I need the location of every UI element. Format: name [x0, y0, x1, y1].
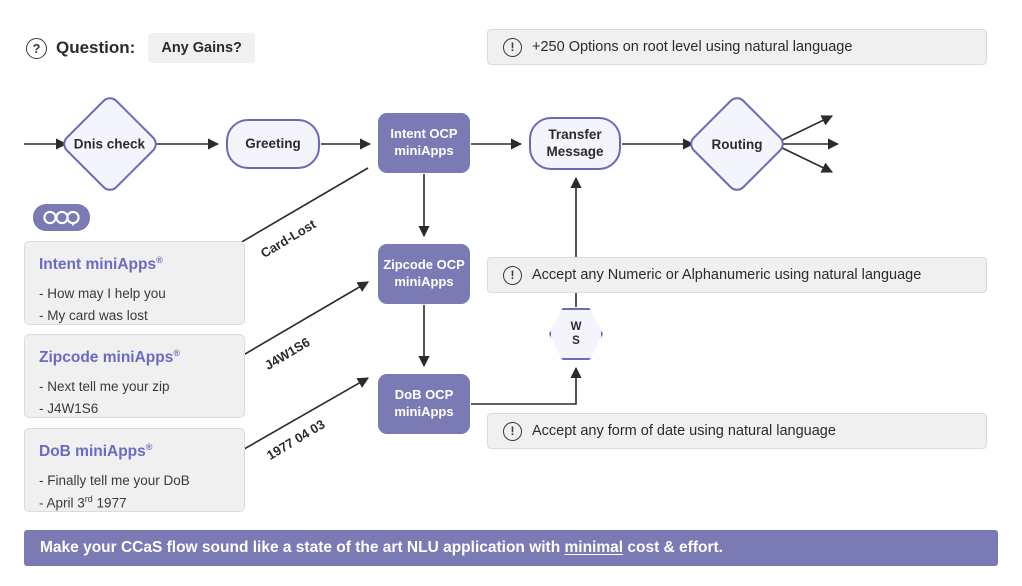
- info-circle-icon: !: [503, 37, 522, 57]
- banner-numeric-note: ! Accept any Numeric or Alphanumeric usi…: [487, 257, 987, 293]
- card-line: - My card was lost: [39, 308, 148, 324]
- footer-text: Make your CCaS flow sound like a state o…: [40, 539, 723, 557]
- registered-mark: ®: [145, 442, 153, 452]
- footer-text-before: Make your CCaS flow sound like a state o…: [40, 539, 565, 556]
- banner-text: Accept any Numeric or Alphanumeric using…: [532, 267, 922, 283]
- card-line: - J4W1S6: [39, 401, 99, 417]
- node-dob-ocp-miniapps[interactable]: DoB OCP miniApps: [378, 374, 470, 434]
- card-title: DoB miniApps®: [39, 442, 230, 461]
- node-label: Transfer Message: [546, 127, 603, 161]
- card-line: - Finally tell me your DoB: [39, 473, 190, 489]
- node-label: Greeting: [245, 135, 301, 151]
- footer-text-after: cost & effort.: [623, 539, 723, 556]
- card-zipcode-miniapps: Zipcode miniApps® - Next tell me your zi…: [24, 334, 245, 418]
- edge-label-card-lost: Card-Lost: [258, 216, 319, 261]
- question-label: Question:: [56, 38, 136, 57]
- node-greeting[interactable]: Greeting: [226, 119, 320, 169]
- node-label: W S: [571, 320, 582, 349]
- node-label-line2: Message: [546, 143, 604, 159]
- node-transfer-message[interactable]: Transfer Message: [529, 117, 621, 170]
- registered-mark: ®: [173, 348, 180, 358]
- banner-text: Accept any form of date using natural la…: [532, 423, 836, 439]
- node-label: Routing: [711, 136, 763, 152]
- info-circle-icon: !: [503, 265, 522, 285]
- node-intent-ocp-miniapps[interactable]: Intent OCP miniApps: [378, 113, 470, 173]
- node-label: DoB OCP miniApps: [394, 387, 453, 421]
- node-label-line1: Zipcode OCP: [383, 257, 465, 273]
- footer-text-highlight: minimal: [564, 539, 624, 556]
- card-title-text: DoB miniApps: [39, 443, 146, 461]
- card-dob-miniapps: DoB miniApps® - Finally tell me your DoB…: [24, 428, 245, 512]
- node-dnis-check[interactable]: Dnis check: [59, 93, 161, 195]
- footer-banner: Make your CCaS flow sound like a state o…: [24, 530, 998, 566]
- question-value-chip: Any Gains?: [148, 33, 255, 63]
- ocp-logo: [33, 204, 90, 231]
- card-title-text: Intent miniApps: [39, 256, 157, 274]
- banner-date-note: ! Accept any form of date using natural …: [487, 413, 987, 449]
- node-label-line2: S: [572, 335, 580, 347]
- node-label: Intent OCP miniApps: [390, 126, 457, 160]
- card-title: Intent miniApps®: [39, 255, 230, 274]
- card-line: - Next tell me your zip: [39, 379, 170, 395]
- question-circle-icon: ?: [26, 37, 47, 59]
- node-label-line2: miniApps: [394, 274, 454, 289]
- card-title: Zipcode miniApps®: [39, 348, 230, 367]
- node-web-service[interactable]: W S: [549, 308, 603, 360]
- card-intent-miniapps: Intent miniApps® - How may I help you - …: [24, 241, 245, 325]
- node-label-line1: DoB OCP: [394, 387, 454, 403]
- card-line: - April 3rd 1977: [39, 494, 127, 511]
- banner-options-note: ! +250 Options on root level using natur…: [487, 29, 987, 65]
- card-line: - How may I help you: [39, 286, 166, 302]
- node-label-line1: W: [570, 320, 582, 333]
- edge-label-dob: 1977 04 03: [264, 416, 328, 463]
- ocp-wordmark-icon: [42, 210, 80, 226]
- card-title-text: Zipcode miniApps: [39, 349, 174, 367]
- node-label-line1: Transfer: [548, 126, 602, 142]
- node-zipcode-ocp-miniapps[interactable]: Zipcode OCP miniApps: [378, 244, 470, 304]
- node-label-line1: Intent OCP: [390, 126, 458, 142]
- node-label-line2: miniApps: [394, 404, 454, 419]
- edge-label-zipcode: J4W1S6: [262, 334, 313, 373]
- banner-text: +250 Options on root level using natural…: [532, 39, 853, 55]
- node-label: Zipcode OCP miniApps: [383, 257, 465, 291]
- info-circle-icon: !: [503, 421, 522, 441]
- node-label: Dnis check: [74, 136, 146, 152]
- node-routing[interactable]: Routing: [686, 93, 788, 195]
- question-row: ? Question: Any Gains?: [26, 33, 255, 63]
- registered-mark: ®: [156, 255, 163, 265]
- node-label-line2: miniApps: [394, 143, 454, 158]
